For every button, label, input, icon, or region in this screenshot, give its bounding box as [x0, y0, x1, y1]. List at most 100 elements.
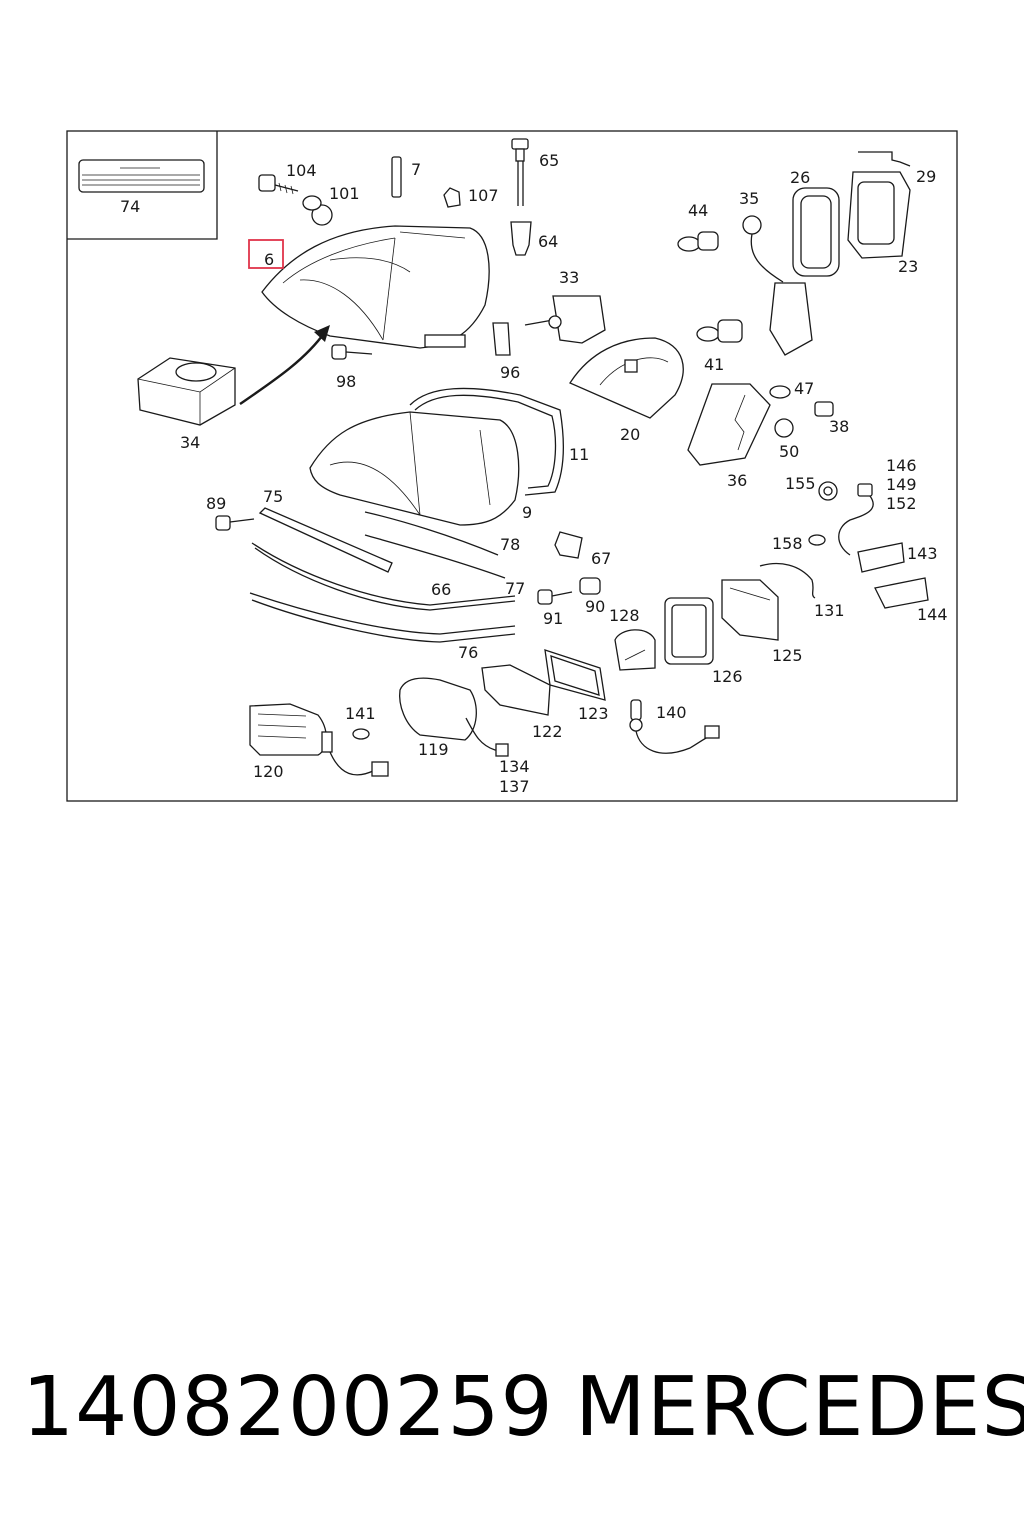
part-64-clip	[510, 221, 532, 256]
part-67-bracket	[554, 531, 583, 559]
part-47-bulb	[769, 385, 791, 399]
label-91: 91	[543, 609, 563, 628]
label-29: 29	[916, 167, 936, 186]
label-67: 67	[591, 549, 611, 568]
part-119-fog-lamp	[399, 677, 509, 757]
part-26-seal	[792, 187, 840, 277]
legend-box-border	[67, 131, 218, 240]
label-64: 64	[538, 232, 558, 251]
part-98-screw	[331, 344, 373, 360]
part-101-nut	[302, 195, 333, 226]
part-126-frame	[664, 597, 714, 665]
part-96-bracket	[492, 322, 511, 356]
part-7-pin	[391, 156, 402, 198]
label-104: 104	[286, 161, 317, 180]
label-76: 76	[458, 643, 478, 662]
label-120: 120	[253, 762, 284, 781]
label-38: 38	[829, 417, 849, 436]
label-155: 155	[785, 474, 816, 493]
label-77: 77	[505, 579, 525, 598]
part-90-clip	[579, 577, 601, 595]
part-125-housing	[721, 579, 779, 641]
part-89-screw	[215, 515, 255, 531]
part-33-adjuster-motor	[524, 295, 606, 344]
label-98: 98	[336, 372, 356, 391]
brand-caption: MERCEDES	[575, 1360, 1024, 1455]
label-96: 96	[500, 363, 520, 382]
label-140: 140	[656, 703, 687, 722]
part-6-headlamp	[261, 225, 490, 349]
label-66: 66	[431, 580, 451, 599]
part-91-screw	[537, 589, 573, 605]
label-158: 158	[772, 534, 803, 553]
part-131-wire	[759, 562, 816, 599]
label-7: 7	[411, 160, 421, 179]
part-number-caption: 1408200259	[22, 1360, 554, 1455]
part-75-trim-strip	[258, 507, 393, 573]
part-20-reflector	[569, 337, 684, 419]
part-11-gasket	[409, 387, 564, 496]
part-76-seal-strip	[249, 592, 516, 643]
label-119: 119	[418, 740, 449, 759]
label-144: 144	[917, 605, 948, 624]
label-101: 101	[329, 184, 360, 203]
label-44: 44	[688, 201, 708, 220]
diagram-frame	[66, 130, 958, 802]
part-143-side-marker	[857, 542, 905, 573]
part-23-frame	[847, 171, 911, 259]
arrow-34-to-6	[239, 325, 330, 405]
part-50-bulb	[774, 418, 794, 438]
part-140-bulb-wiring	[629, 699, 720, 754]
part-123-frame	[544, 649, 606, 701]
label-20: 20	[620, 425, 640, 444]
label-146: 146	[886, 456, 917, 475]
part-38-socket	[814, 401, 834, 417]
label-143: 143	[907, 544, 938, 563]
part-158-bulb	[808, 534, 826, 546]
label-75: 75	[263, 487, 283, 506]
label-90: 90	[585, 597, 605, 616]
part-66-seal-strip	[251, 542, 516, 611]
part-34-control-unit	[137, 357, 236, 426]
part-74-label-plate	[78, 159, 205, 193]
label-50: 50	[779, 442, 799, 461]
label-36: 36	[727, 471, 747, 490]
label-11: 11	[569, 445, 589, 464]
label-26: 26	[790, 168, 810, 187]
label-128: 128	[609, 606, 640, 625]
part-29-clip	[858, 151, 911, 167]
label-78: 78	[500, 535, 520, 554]
part-41-bulb	[696, 319, 743, 343]
part-128-housing	[614, 629, 656, 671]
label-34: 34	[180, 433, 200, 452]
label-107: 107	[468, 186, 499, 205]
part-78-trim-strip	[364, 511, 506, 579]
label-123: 123	[578, 704, 609, 723]
label-6: 6	[264, 250, 274, 269]
part-141-bulb	[352, 728, 370, 740]
part-155-grommet	[818, 481, 838, 501]
part-44-bulb	[677, 231, 719, 252]
label-125: 125	[772, 646, 803, 665]
part-144-side-marker	[874, 577, 929, 609]
label-33: 33	[559, 268, 579, 287]
label-65: 65	[539, 151, 559, 170]
part-146-connector	[838, 483, 874, 556]
label-9: 9	[522, 503, 532, 522]
part-65-bolt	[511, 138, 529, 206]
label-149: 149	[886, 475, 917, 494]
label-152: 152	[886, 494, 917, 513]
label-141: 141	[345, 704, 376, 723]
part-104-screw	[258, 174, 299, 195]
part-122-lamp	[481, 664, 551, 716]
part-9-lens	[309, 411, 520, 526]
part-6-highlight-box	[248, 239, 284, 269]
label-122: 122	[532, 722, 563, 741]
part-120-fog-lamp	[249, 703, 389, 777]
label-47: 47	[794, 379, 814, 398]
label-89: 89	[206, 494, 226, 513]
label-137: 137	[499, 777, 530, 796]
label-74: 74	[120, 197, 140, 216]
label-131: 131	[814, 601, 845, 620]
